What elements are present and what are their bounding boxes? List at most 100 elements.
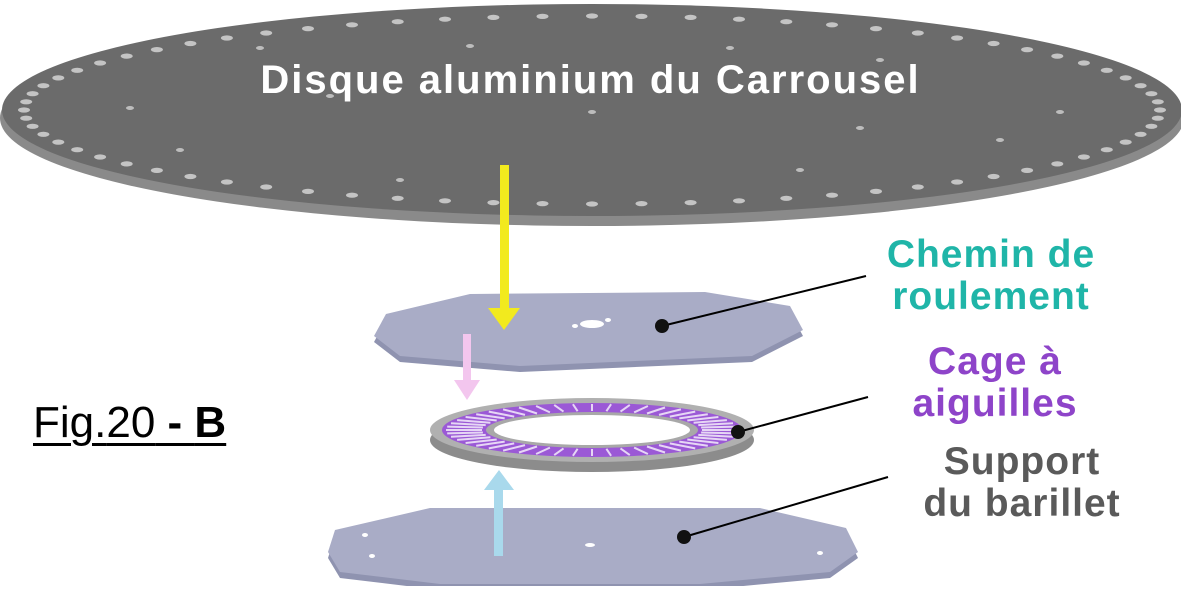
needle-tick [693, 436, 727, 441]
needle-tick [572, 403, 579, 412]
leader-line [661, 275, 867, 327]
needle-tick [646, 445, 666, 454]
disc-hole [726, 46, 734, 50]
disc-hole [71, 67, 84, 73]
disc-hole [635, 201, 648, 207]
disc-hole [1077, 154, 1090, 160]
needle-tick [488, 442, 515, 450]
disc-face [2, 4, 1181, 216]
needle-cage [430, 398, 754, 472]
disc-hole [20, 115, 33, 121]
figure-letter: B [194, 398, 227, 447]
disc-hole [346, 192, 358, 198]
needle-tick [669, 410, 696, 418]
needle-tick [698, 422, 734, 427]
disc-hole [780, 19, 793, 25]
needle-tick [518, 445, 538, 454]
yellow-arrow [488, 165, 520, 330]
disc-hole [37, 131, 50, 137]
leader-chemin [655, 275, 867, 333]
needle-tick [605, 448, 612, 457]
leader-dot [655, 319, 669, 333]
label-bearing-race-line2: roulement [892, 275, 1090, 318]
label-bearing-race: Chemin de roulement [856, 234, 1126, 318]
race-plate-hole [572, 324, 578, 328]
disc-hole [391, 195, 404, 201]
needle-tick [605, 403, 612, 412]
label-barrel-support: Support du barillet [892, 441, 1152, 525]
disc-hole [302, 26, 314, 32]
needle-tick [633, 446, 649, 455]
disc-hole [635, 13, 648, 19]
needle-tick [465, 438, 497, 444]
disc-hole [487, 14, 500, 20]
needle-tick [535, 446, 551, 455]
label-needle-cage: Cage à aiguilles [880, 341, 1110, 425]
disc-hole [220, 179, 233, 185]
needle-tick [701, 431, 737, 435]
needle-tick [619, 404, 631, 413]
disc-hole [150, 167, 163, 173]
disc-hole [911, 184, 924, 190]
blue-arrow-shaft [494, 486, 503, 556]
blue-arrow-head [484, 470, 514, 490]
disc-hole [71, 147, 84, 153]
figure-number: 20 [106, 398, 156, 447]
needle-tick [687, 438, 719, 444]
needle-tick [488, 410, 515, 418]
barrel-support-plate [328, 508, 858, 590]
disc-hole [52, 75, 65, 81]
disc-hole [987, 173, 1000, 180]
disc-label: Disque aluminium du Carrousel [260, 58, 921, 102]
disc-hole [826, 22, 838, 28]
needle-tick [457, 419, 491, 424]
race-plate-hole [605, 318, 611, 322]
needle-tick [572, 448, 579, 457]
disc-hole [52, 139, 65, 145]
disc-hole [20, 99, 33, 105]
disc-hole [176, 148, 184, 152]
disc-hole [1154, 107, 1166, 113]
figure-caption: Fig.20 - B [33, 398, 226, 448]
leader-dot [731, 425, 745, 439]
needle-tick [658, 444, 682, 452]
disc-hole [1100, 67, 1113, 73]
needle-tick [476, 413, 505, 420]
disc-hole [1051, 53, 1064, 59]
disc-hole [870, 26, 882, 32]
leader-support [677, 476, 889, 544]
needle-tick [553, 404, 565, 413]
needle-tick [553, 447, 565, 456]
disc-hole [586, 201, 598, 207]
disc-hole [987, 40, 1000, 47]
yellow-arrow-shaft [500, 165, 509, 315]
disc-hole [94, 60, 107, 66]
cage-needle-ticks [446, 403, 738, 457]
label-barrel-support-line1: Support [943, 440, 1101, 483]
needle-tick [701, 425, 737, 429]
disc-hole [733, 16, 745, 22]
disc-hole [326, 94, 334, 98]
leader-cage [731, 396, 869, 439]
disc-hole [18, 107, 30, 113]
disc-hole [396, 178, 404, 182]
disc-hole [588, 110, 596, 114]
leader-line [737, 396, 869, 433]
disc-hole [346, 22, 358, 28]
disc-hole [1151, 99, 1164, 105]
disc-hole [150, 47, 163, 53]
disc-hole [796, 168, 804, 172]
disc-hole [1134, 131, 1147, 137]
needle-tick [535, 405, 551, 414]
disc-hole [1021, 167, 1034, 173]
disc-hole [466, 44, 474, 48]
needle-tick [619, 447, 631, 456]
disc-hole [487, 200, 500, 206]
label-barrel-support-line2: du barillet [923, 482, 1121, 525]
disc-hole [911, 30, 924, 36]
disc-hole [1145, 91, 1158, 97]
disc-hole [126, 106, 134, 110]
disc-hole [37, 83, 50, 89]
disc-hole [780, 195, 793, 201]
